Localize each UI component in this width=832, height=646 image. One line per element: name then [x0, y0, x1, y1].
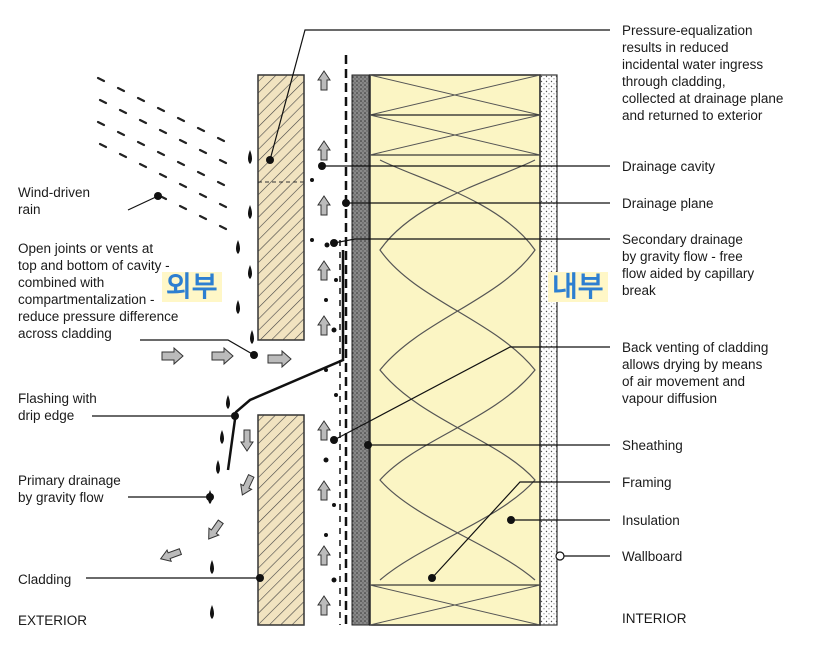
label-flashing: Flashing with drip edge: [18, 391, 97, 423]
drainage-arrows-down: [159, 429, 255, 563]
label-sheathing: Sheathing: [622, 438, 683, 453]
airflow-arrows-up: [317, 70, 331, 616]
sheathing: [351, 74, 370, 626]
label-back-venting: Back venting of cladding allows drying b…: [622, 340, 769, 406]
label-pressure-equalization: Pressure-equalization results in reduced…: [622, 23, 784, 123]
label-exterior: EXTERIOR: [18, 613, 88, 628]
label-cladding: Cladding: [18, 572, 72, 587]
label-insulation: Insulation: [622, 513, 680, 528]
rain-streaks: [96, 76, 228, 231]
label-secondary-drainage: Secondary drainage by gravity flow - fre…: [622, 232, 755, 298]
leader-lines: [86, 29, 610, 579]
overlay-interior-ko: 내부: [548, 272, 608, 302]
insulation-framing: [369, 74, 541, 626]
label-wallboard: Wallboard: [622, 549, 683, 564]
label-framing: Framing: [622, 475, 672, 490]
overlay-exterior-ko: 외부: [162, 272, 222, 302]
leader-dots: [154, 156, 565, 582]
cladding: [257, 74, 305, 626]
pressure-arrows: [161, 346, 292, 369]
label-primary-drainage: Primary drainage by gravity flow: [18, 473, 121, 505]
label-interior: INTERIOR: [622, 611, 687, 626]
label-drainage-plane: Drainage plane: [622, 196, 714, 211]
wallboard: [539, 74, 558, 626]
label-drainage-cavity: Drainage cavity: [622, 159, 716, 174]
insulation-batt: [379, 159, 536, 581]
label-open-joints: Open joints or vents at top and bottom o…: [18, 241, 179, 341]
label-wind-driven-rain: Wind-driven rain: [18, 185, 91, 217]
water-droplets: [208, 150, 338, 619]
drainage-plane: [339, 55, 348, 625]
flashing: [226, 250, 345, 471]
